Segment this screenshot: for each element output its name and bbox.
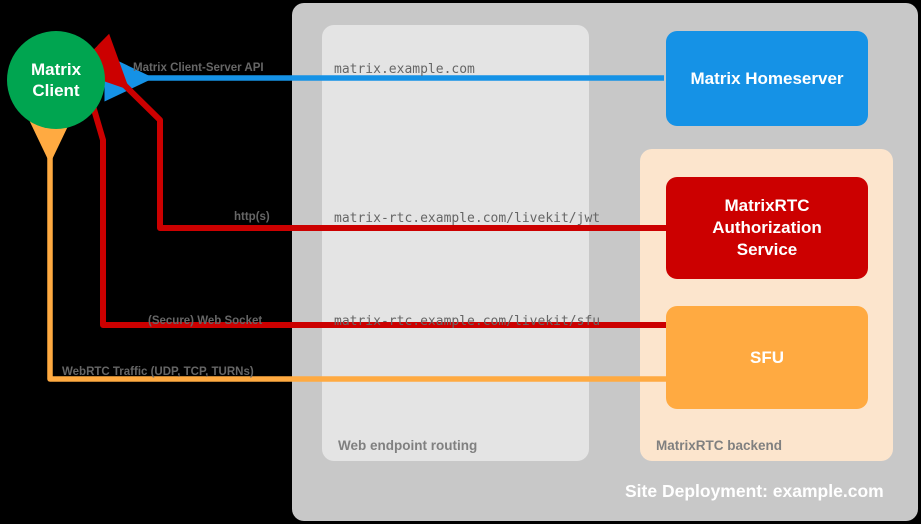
endpoint-matrix-example-com: matrix.example.com	[334, 62, 475, 77]
caption-matrixrtc-backend: MatrixRTC backend	[656, 438, 783, 453]
node-matrix-client[interactable]: Matrix Client	[7, 31, 105, 129]
matrix-client-label-line1: Matrix	[30, 59, 82, 79]
node-matrixrtc-authorization-service[interactable]: MatrixRTC Authorization Service	[666, 177, 868, 279]
node-sfu[interactable]: SFU	[666, 306, 868, 409]
matrix-homeserver-label: Matrix Homeserver	[690, 68, 844, 88]
edge-https	[72, 33, 666, 231]
edge-webrtc-traffic	[26, 114, 666, 382]
node-matrix-homeserver[interactable]: Matrix Homeserver	[666, 31, 868, 126]
matrix-client-label-line2: Client	[32, 81, 80, 100]
site-deployment-title: Site Deployment: example.com	[625, 481, 884, 501]
endpoint-livekit-sfu: matrix-rtc.example.com/livekit/sfu	[334, 314, 601, 329]
auth-service-label-line3: Service	[736, 239, 798, 259]
auth-service-label-line2: Authorization	[712, 218, 822, 238]
sfu-label: SFU	[750, 347, 784, 367]
web-endpoint-routing-container	[322, 25, 589, 461]
caption-web-endpoint-routing: Web endpoint routing	[338, 438, 478, 453]
endpoint-livekit-jwt: matrix-rtc.example.com/livekit/jwt	[334, 211, 601, 226]
edge-label-web-socket: (Secure) Web Socket	[148, 315, 263, 327]
edge-web-socket	[53, 49, 666, 328]
edge-label-client-server-api: Matrix Client-Server API	[133, 62, 264, 74]
edge-label-webrtc-traffic: WebRTC Traffic (UDP, TCP, TURNs)	[62, 366, 254, 378]
edge-label-https: http(s)	[234, 211, 270, 223]
auth-service-label-line1: MatrixRTC	[724, 196, 810, 216]
